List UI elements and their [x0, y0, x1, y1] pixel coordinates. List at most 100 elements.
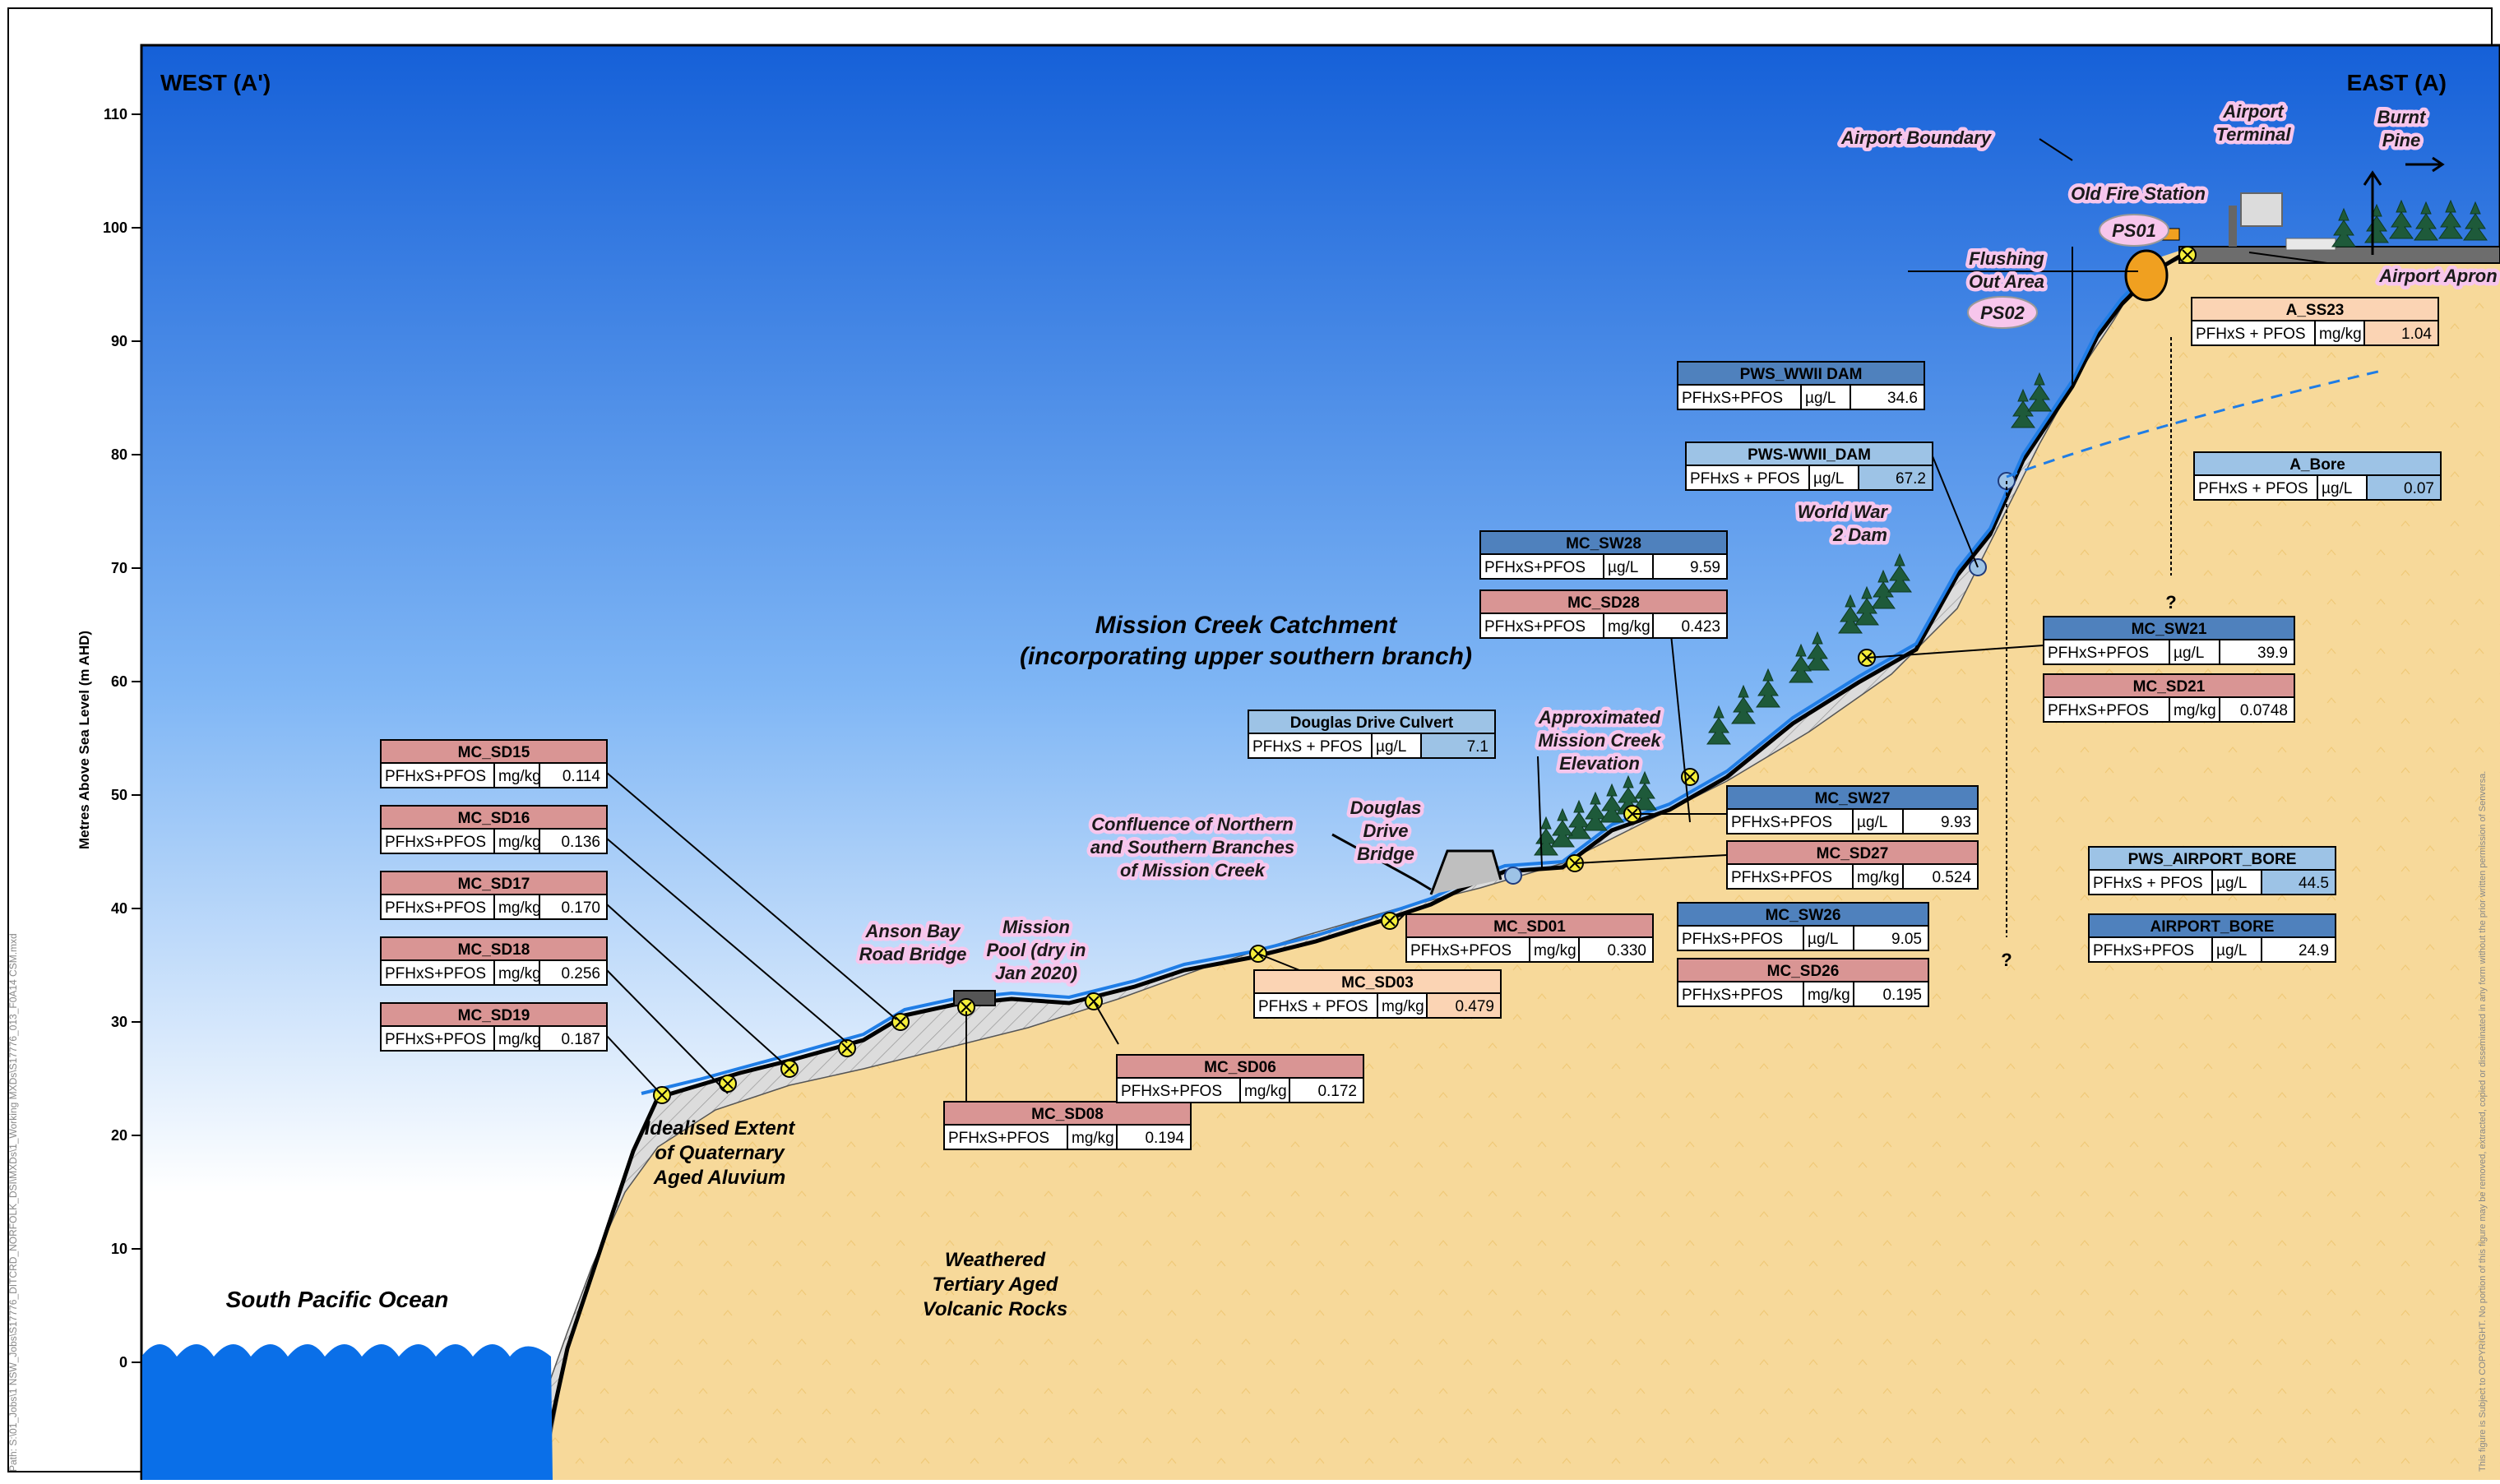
table-param: PFHxS+PFOS	[2048, 702, 2149, 719]
table-id: MC_SW28	[1566, 535, 1641, 552]
table-value: 34.6	[1887, 390, 1918, 407]
callout-label: Airport Apron	[2378, 266, 2497, 286]
callout-halo: Road Bridge	[859, 944, 967, 964]
table-unit: µg/L	[1805, 390, 1836, 407]
airport-terminal-icon	[2240, 192, 2283, 227]
callout-halo: Old Fire Station	[2071, 183, 2206, 204]
table-param: PFHxS+PFOS	[1484, 618, 1586, 636]
table-param: PFHxS+PFOS	[1682, 390, 1783, 407]
table-id: MC_SW21	[2132, 621, 2207, 638]
callout-label: of Mission Creek	[1120, 860, 1266, 881]
table-id: MC_SD26	[1767, 963, 1840, 980]
y-tick-label: 50	[111, 787, 127, 803]
callout-label: 2 Dam	[1832, 525, 1887, 545]
catchment-title: Mission Creek Catchment	[1095, 612, 1399, 639]
tree-icon	[1871, 569, 1896, 609]
table-unit: µg/L	[2322, 480, 2352, 497]
table-id: MC_SD15	[458, 744, 530, 761]
callout-label: Airport	[2222, 101, 2285, 122]
table-param: PFHxS+PFOS	[1731, 814, 1832, 831]
table-value: 0.172	[1317, 1083, 1357, 1100]
tree-icon	[2027, 372, 2052, 412]
groundwater-line	[2006, 368, 2386, 478]
callout-halo: Airport	[2222, 101, 2285, 122]
value-highlight	[1426, 992, 1502, 1019]
table-id: MC_SD21	[2133, 678, 2206, 696]
flushing-out-area	[2124, 249, 2169, 302]
table-id: PWS-WWII_DAM	[1748, 446, 1871, 464]
y-tick-label: 10	[111, 1241, 127, 1257]
callout-halo: Mission	[1002, 917, 1070, 937]
north-arrow-icon	[2363, 170, 2382, 255]
table-id: A_SS23	[2286, 302, 2345, 319]
table-param: PFHxS+PFOS	[1731, 869, 1832, 886]
ocean	[141, 1344, 553, 1480]
callout-label: Road Bridge	[859, 944, 967, 964]
table-param: PFHxS+PFOS	[2048, 645, 2149, 662]
table-value: 1.04	[2401, 326, 2432, 343]
bore-lines	[2006, 247, 2172, 937]
table-unit: mg/kg	[1382, 998, 1424, 1015]
table-value: 0.256	[561, 965, 600, 982]
sample-point-icon	[838, 1039, 856, 1057]
callout-label: World War	[1798, 502, 1889, 522]
table-param: PFHxS+PFOS	[1682, 987, 1783, 1004]
table-param: PFHxS+PFOS	[385, 1031, 486, 1048]
callout-halo: Terminal	[2216, 124, 2292, 145]
tree-icon	[1731, 684, 1756, 724]
table-value: 0.330	[1607, 942, 1646, 959]
table-unit: mg/kg	[498, 899, 541, 917]
table-unit: mg/kg	[1608, 618, 1650, 636]
y-tick-label: 0	[119, 1354, 127, 1371]
confluence-leader	[1331, 833, 1432, 891]
ocean-label: South Pacific Ocean	[226, 1287, 449, 1312]
table-id: PWS_AIRPORT_BORE	[2128, 851, 2297, 868]
y-tick-label: 100	[103, 220, 127, 236]
tree-icon	[2438, 199, 2463, 239]
sample-point-icon	[2178, 246, 2197, 264]
sample-point-icon	[719, 1075, 737, 1093]
table-unit: mg/kg	[1244, 1083, 1287, 1100]
ps-badge	[2099, 214, 2169, 247]
y-tick-label: 40	[111, 900, 127, 917]
table-id: MC_SD27	[1817, 845, 1889, 862]
table-header-bg	[943, 1101, 1192, 1126]
callout-halo: Confluence of Northern	[1091, 814, 1294, 834]
callout-halo: Jan 2020)	[995, 963, 1077, 983]
table-param: PFHxS + PFOS	[2198, 480, 2308, 497]
callout-label: Terminal	[2216, 124, 2292, 145]
tree-icon	[2331, 207, 2356, 247]
table-param: PFHxS+PFOS	[385, 768, 486, 785]
y-tick-label: 110	[104, 106, 127, 123]
tree-icon	[1805, 631, 1830, 671]
callout-halo: Drive	[1363, 821, 1408, 841]
callout-halo: World War	[1798, 502, 1889, 522]
y-tick-label: 30	[111, 1014, 127, 1030]
table-id: MC_SD18	[458, 941, 530, 959]
east-label: EAST (A)	[2347, 70, 2447, 95]
callout-label: Confluence of Northern	[1091, 814, 1294, 834]
callout-label: Airport Boundary	[1840, 127, 1993, 148]
table-id: MC_SW27	[1815, 790, 1891, 807]
table-unit: µg/L	[1376, 738, 1406, 756]
table-id: A_Bore	[2289, 456, 2345, 474]
callout-label: Pine	[2382, 130, 2420, 150]
table-unit: µg/L	[2216, 875, 2247, 892]
douglas-drive-bridge	[1429, 849, 1502, 895]
